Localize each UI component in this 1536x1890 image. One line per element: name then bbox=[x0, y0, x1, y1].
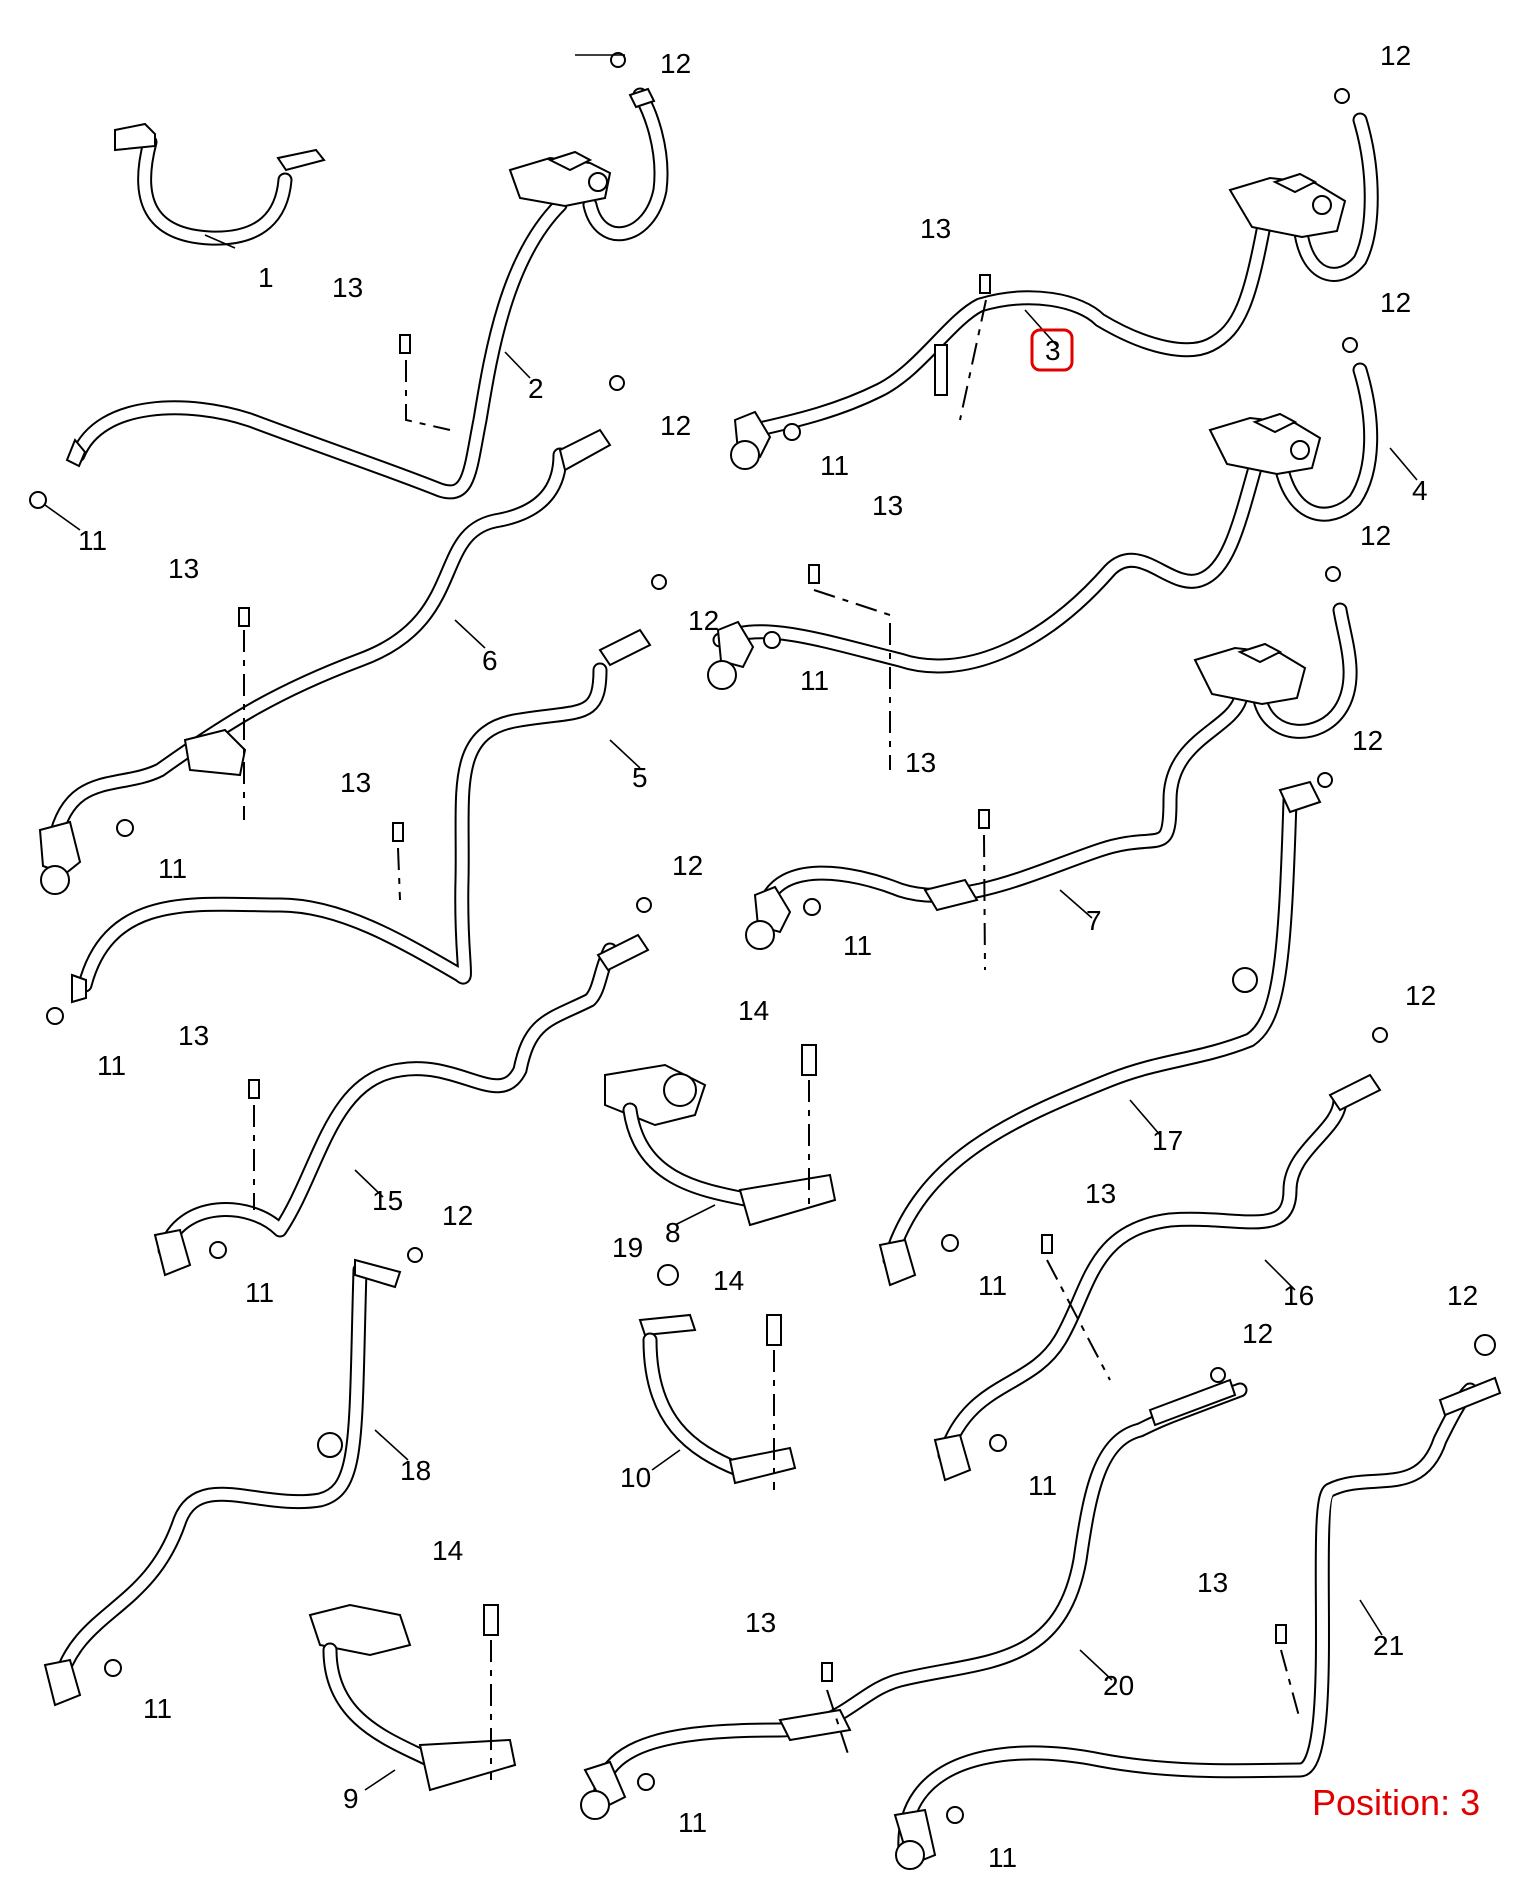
callout-17: 17 bbox=[1152, 1125, 1183, 1156]
position-label: Position: 3 bbox=[1312, 1782, 1480, 1823]
callout-13: 13 bbox=[340, 767, 371, 798]
callout-8: 8 bbox=[665, 1217, 681, 1248]
callout-21: 21 bbox=[1373, 1630, 1404, 1661]
callout-13: 13 bbox=[745, 1607, 776, 1638]
cable-17[interactable] bbox=[878, 780, 1322, 1287]
callout-11: 11 bbox=[800, 665, 829, 696]
callout-labels: 1 2 3 4 5 6 7 8 9 10 15 16 17 18 19 20 2… bbox=[78, 40, 1478, 1873]
callout-12: 12 bbox=[1380, 40, 1411, 71]
callout-4: 4 bbox=[1412, 475, 1428, 506]
nut-12-icon bbox=[407, 52, 1496, 1383]
callout-2: 2 bbox=[528, 373, 544, 404]
callout-11: 11 bbox=[678, 1807, 707, 1838]
nut-11-icon bbox=[29, 423, 1007, 1824]
cable-21[interactable] bbox=[893, 1376, 1502, 1870]
callout-16: 16 bbox=[1283, 1280, 1314, 1311]
callout-9: 9 bbox=[343, 1783, 359, 1814]
callout-20: 20 bbox=[1103, 1670, 1134, 1701]
callout-13: 13 bbox=[872, 490, 903, 521]
callout-13: 13 bbox=[905, 747, 936, 778]
callout-11: 11 bbox=[158, 853, 187, 884]
strap-9[interactable] bbox=[308, 1603, 517, 1792]
callout-12: 12 bbox=[1405, 980, 1436, 1011]
callout-11: 11 bbox=[245, 1277, 274, 1308]
cable-5[interactable] bbox=[71, 628, 652, 1004]
strap-8[interactable] bbox=[604, 1063, 837, 1227]
bolt-14-icon bbox=[483, 1044, 817, 1636]
callout-13: 13 bbox=[1085, 1178, 1116, 1209]
callout-11: 11 bbox=[978, 1270, 1007, 1301]
callout-12: 12 bbox=[1352, 725, 1383, 756]
callout-14: 14 bbox=[432, 1535, 463, 1566]
callout-12: 12 bbox=[1380, 287, 1411, 318]
callout-19: 19 bbox=[612, 1232, 643, 1263]
callout-12: 12 bbox=[688, 605, 719, 636]
callout-12: 12 bbox=[672, 850, 703, 881]
callout-12: 12 bbox=[1242, 1318, 1273, 1349]
callout-7: 7 bbox=[1086, 905, 1102, 936]
cable-16[interactable] bbox=[933, 1073, 1382, 1482]
callout-14: 14 bbox=[713, 1265, 744, 1296]
cable-4[interactable] bbox=[707, 362, 1379, 690]
callout-12: 12 bbox=[1360, 520, 1391, 551]
callout-3: 3 bbox=[1045, 335, 1061, 366]
callout-1: 1 bbox=[258, 262, 274, 293]
leader-lines bbox=[44, 54, 1418, 1791]
cable-15[interactable] bbox=[153, 933, 650, 1277]
cable-2[interactable] bbox=[65, 87, 669, 500]
callout-13: 13 bbox=[1197, 1567, 1228, 1598]
strap-10[interactable] bbox=[638, 1313, 797, 1485]
cable-18[interactable] bbox=[43, 1258, 402, 1707]
callout-13: 13 bbox=[178, 1020, 209, 1051]
cable-7[interactable] bbox=[745, 602, 1358, 950]
bolt-13-icon bbox=[238, 274, 1287, 1682]
callout-12: 12 bbox=[660, 48, 691, 79]
callout-13: 13 bbox=[920, 213, 951, 244]
callout-10: 10 bbox=[620, 1462, 651, 1493]
callout-11: 11 bbox=[1028, 1470, 1057, 1501]
callout-11: 11 bbox=[843, 930, 872, 961]
callout-12: 12 bbox=[442, 1200, 473, 1231]
cable-20[interactable] bbox=[580, 1378, 1248, 1820]
callout-11: 11 bbox=[988, 1842, 1017, 1873]
callout-11: 11 bbox=[143, 1693, 172, 1724]
callout-14: 14 bbox=[738, 995, 769, 1026]
alignment-lines bbox=[243, 299, 1301, 1780]
cable-1[interactable] bbox=[114, 122, 326, 246]
callout-18: 18 bbox=[400, 1455, 431, 1486]
callout-12: 12 bbox=[1447, 1280, 1478, 1311]
callout-6: 6 bbox=[482, 645, 498, 676]
callout-11: 11 bbox=[820, 450, 849, 481]
callout-5: 5 bbox=[632, 762, 648, 793]
callout-11: 11 bbox=[97, 1050, 126, 1081]
callout-13: 13 bbox=[332, 272, 363, 303]
callout-12: 12 bbox=[660, 410, 691, 441]
callout-13: 13 bbox=[168, 553, 199, 584]
cable-3[interactable] bbox=[730, 112, 1379, 470]
callout-15: 15 bbox=[372, 1185, 403, 1216]
highlight-box bbox=[1030, 328, 1074, 372]
cable-6[interactable] bbox=[38, 428, 612, 895]
callout-11: 11 bbox=[78, 525, 107, 556]
